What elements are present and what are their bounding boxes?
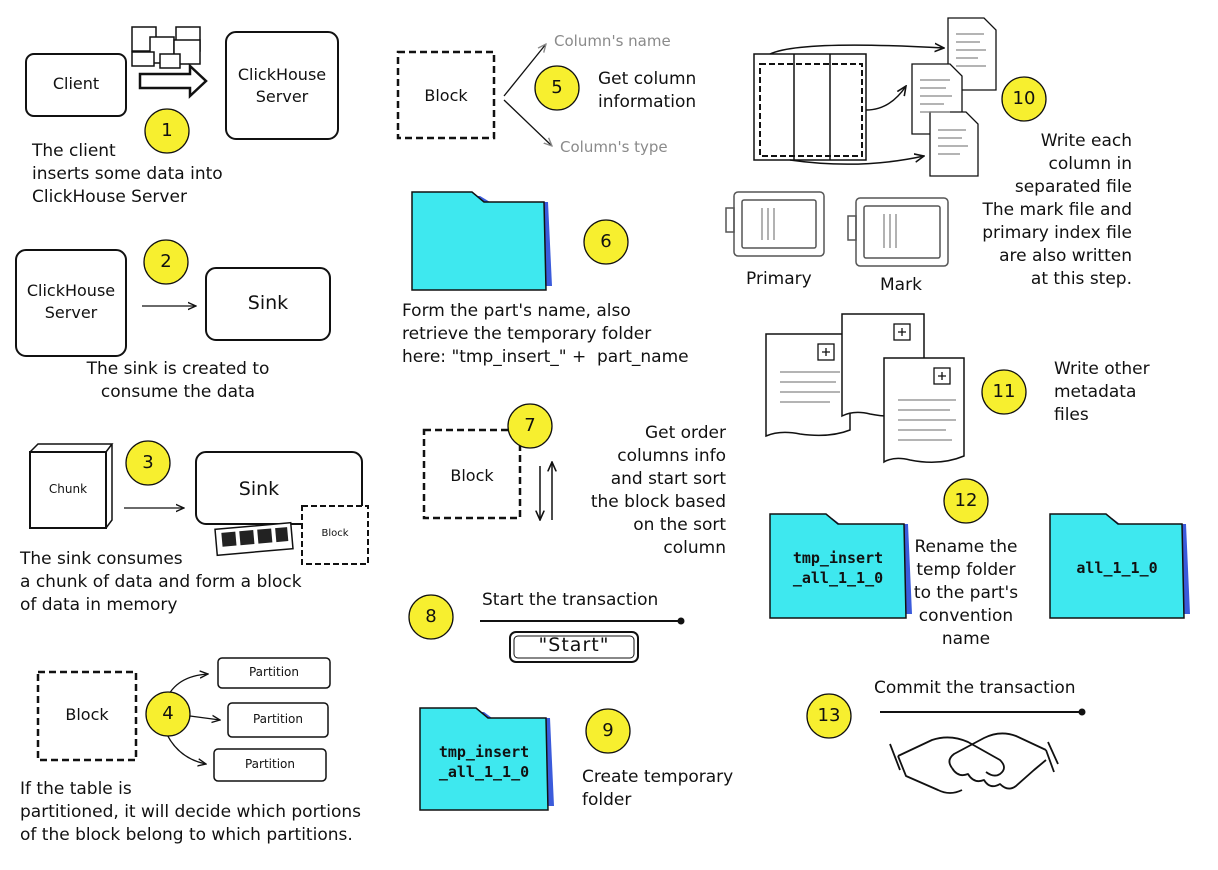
block-label-5: Block: [424, 86, 468, 105]
step-12-description: Rename the temp folder to the part's con…: [913, 537, 1019, 649]
memory-block-label: Block: [321, 528, 349, 539]
tmp-folder-name-12: tmp_insert _all_1_1_0: [792, 549, 884, 587]
step-2-description: The sink is created to consume the data: [86, 359, 270, 402]
clickhouse-server-box-2: [15, 249, 127, 357]
step-13-description: Commit the transaction: [874, 678, 1076, 698]
step-7-badge: [507, 403, 553, 449]
step-5-number: 5: [551, 77, 563, 98]
block-box-5: [396, 50, 496, 140]
step-1-number: 1: [161, 120, 173, 141]
block-box-7: [422, 428, 522, 520]
folder-icon-12-to: [1049, 513, 1190, 619]
step-4-number: 4: [162, 703, 174, 724]
column-name-label: Column's name: [554, 32, 671, 50]
sink-box: [205, 267, 331, 341]
sink-label: Sink: [247, 292, 289, 314]
ram-stick-icon: [214, 521, 294, 557]
step-4-badge: [145, 691, 191, 737]
step-badges: [125, 65, 1047, 754]
folder-icon-6: [411, 191, 552, 291]
step-10-number: 10: [1012, 88, 1036, 109]
chunk-label: Chunk: [48, 482, 88, 496]
server-label-2: ClickHouse Server: [26, 281, 116, 322]
tmp-folder-name: tmp_insert _all_1_1_0: [438, 743, 530, 781]
step-2-number: 2: [160, 251, 172, 272]
step-9-badge: [585, 708, 631, 754]
step-2-badge: [143, 239, 189, 285]
step-7-number: 7: [524, 415, 536, 436]
step-3-badge: [125, 440, 171, 486]
folder-icon-12-from: [769, 513, 912, 619]
step-9-number: 9: [602, 720, 614, 741]
chunk-box: [29, 451, 107, 529]
file-icons-10: [911, 17, 997, 177]
mark-file-icon: [847, 197, 949, 267]
partition-box-2: [227, 702, 329, 738]
partition-label-1: Partition: [248, 665, 299, 679]
step-13-badge: [806, 693, 852, 739]
start-label: "Start": [538, 634, 610, 656]
step-10-badge: [1001, 76, 1047, 122]
memory-block-box: [301, 505, 369, 565]
step-9-description: Create temporary folder: [582, 767, 734, 810]
mark-label: Mark: [880, 275, 922, 295]
step-1-badge: [144, 108, 190, 154]
step-11-badge: [981, 369, 1027, 415]
step-10-description: Write each column in separated file The …: [982, 131, 1132, 289]
block-label-7: Block: [450, 466, 494, 485]
folder-icon-9: [419, 707, 554, 811]
step-4-description: If the table is partitioned, it will dec…: [20, 779, 361, 845]
step-11-description: Write other metadata files: [1054, 359, 1150, 425]
column-files-diagram: [753, 45, 944, 165]
partition-label-3: Partition: [244, 757, 295, 771]
partition-label-2: Partition: [252, 712, 303, 726]
step-5-badge: [534, 65, 580, 111]
step-5-description: Get column information: [598, 69, 697, 112]
step-7-description: Get order columns info and start sort th…: [590, 423, 726, 558]
step-3-number: 3: [142, 452, 154, 473]
primary-index-icon: [725, 191, 825, 257]
big-arrow-icon: [138, 63, 208, 99]
data-cubes-icon: [131, 26, 201, 69]
block-box-4: [36, 670, 138, 762]
step-11-number: 11: [992, 381, 1016, 402]
column-type-label: Column's type: [560, 138, 668, 156]
step-6-number: 6: [600, 231, 612, 252]
step-8-badge: [408, 594, 454, 640]
step-6-description: Form the part's name, also retrieve the …: [402, 301, 689, 367]
step-3-description: The sink consumes a chunk of data and fo…: [20, 549, 302, 615]
step-1-description: The client inserts some data into ClickH…: [32, 141, 223, 207]
partition-box-3: [213, 748, 327, 782]
start-label-box: [509, 631, 639, 663]
client-label: Client: [52, 74, 100, 93]
handshake-icon: [889, 732, 1059, 794]
primary-label: Primary: [746, 269, 812, 289]
client-box: [25, 53, 127, 117]
server-label: ClickHouse Server: [237, 65, 327, 106]
partition-box-1: [217, 657, 331, 689]
step-8-description: Start the transaction: [482, 590, 659, 610]
sink-label-2: Sink: [238, 478, 280, 500]
step-12-badge: [943, 478, 989, 524]
step-12-number: 12: [954, 490, 978, 511]
step-6-badge: [583, 219, 629, 265]
step-8-number: 8: [425, 606, 437, 627]
block-label-4: Block: [65, 705, 109, 724]
step-13-number: 13: [817, 705, 841, 726]
final-folder-name: all_1_1_0: [1076, 559, 1158, 577]
clickhouse-server-box: [225, 31, 339, 140]
